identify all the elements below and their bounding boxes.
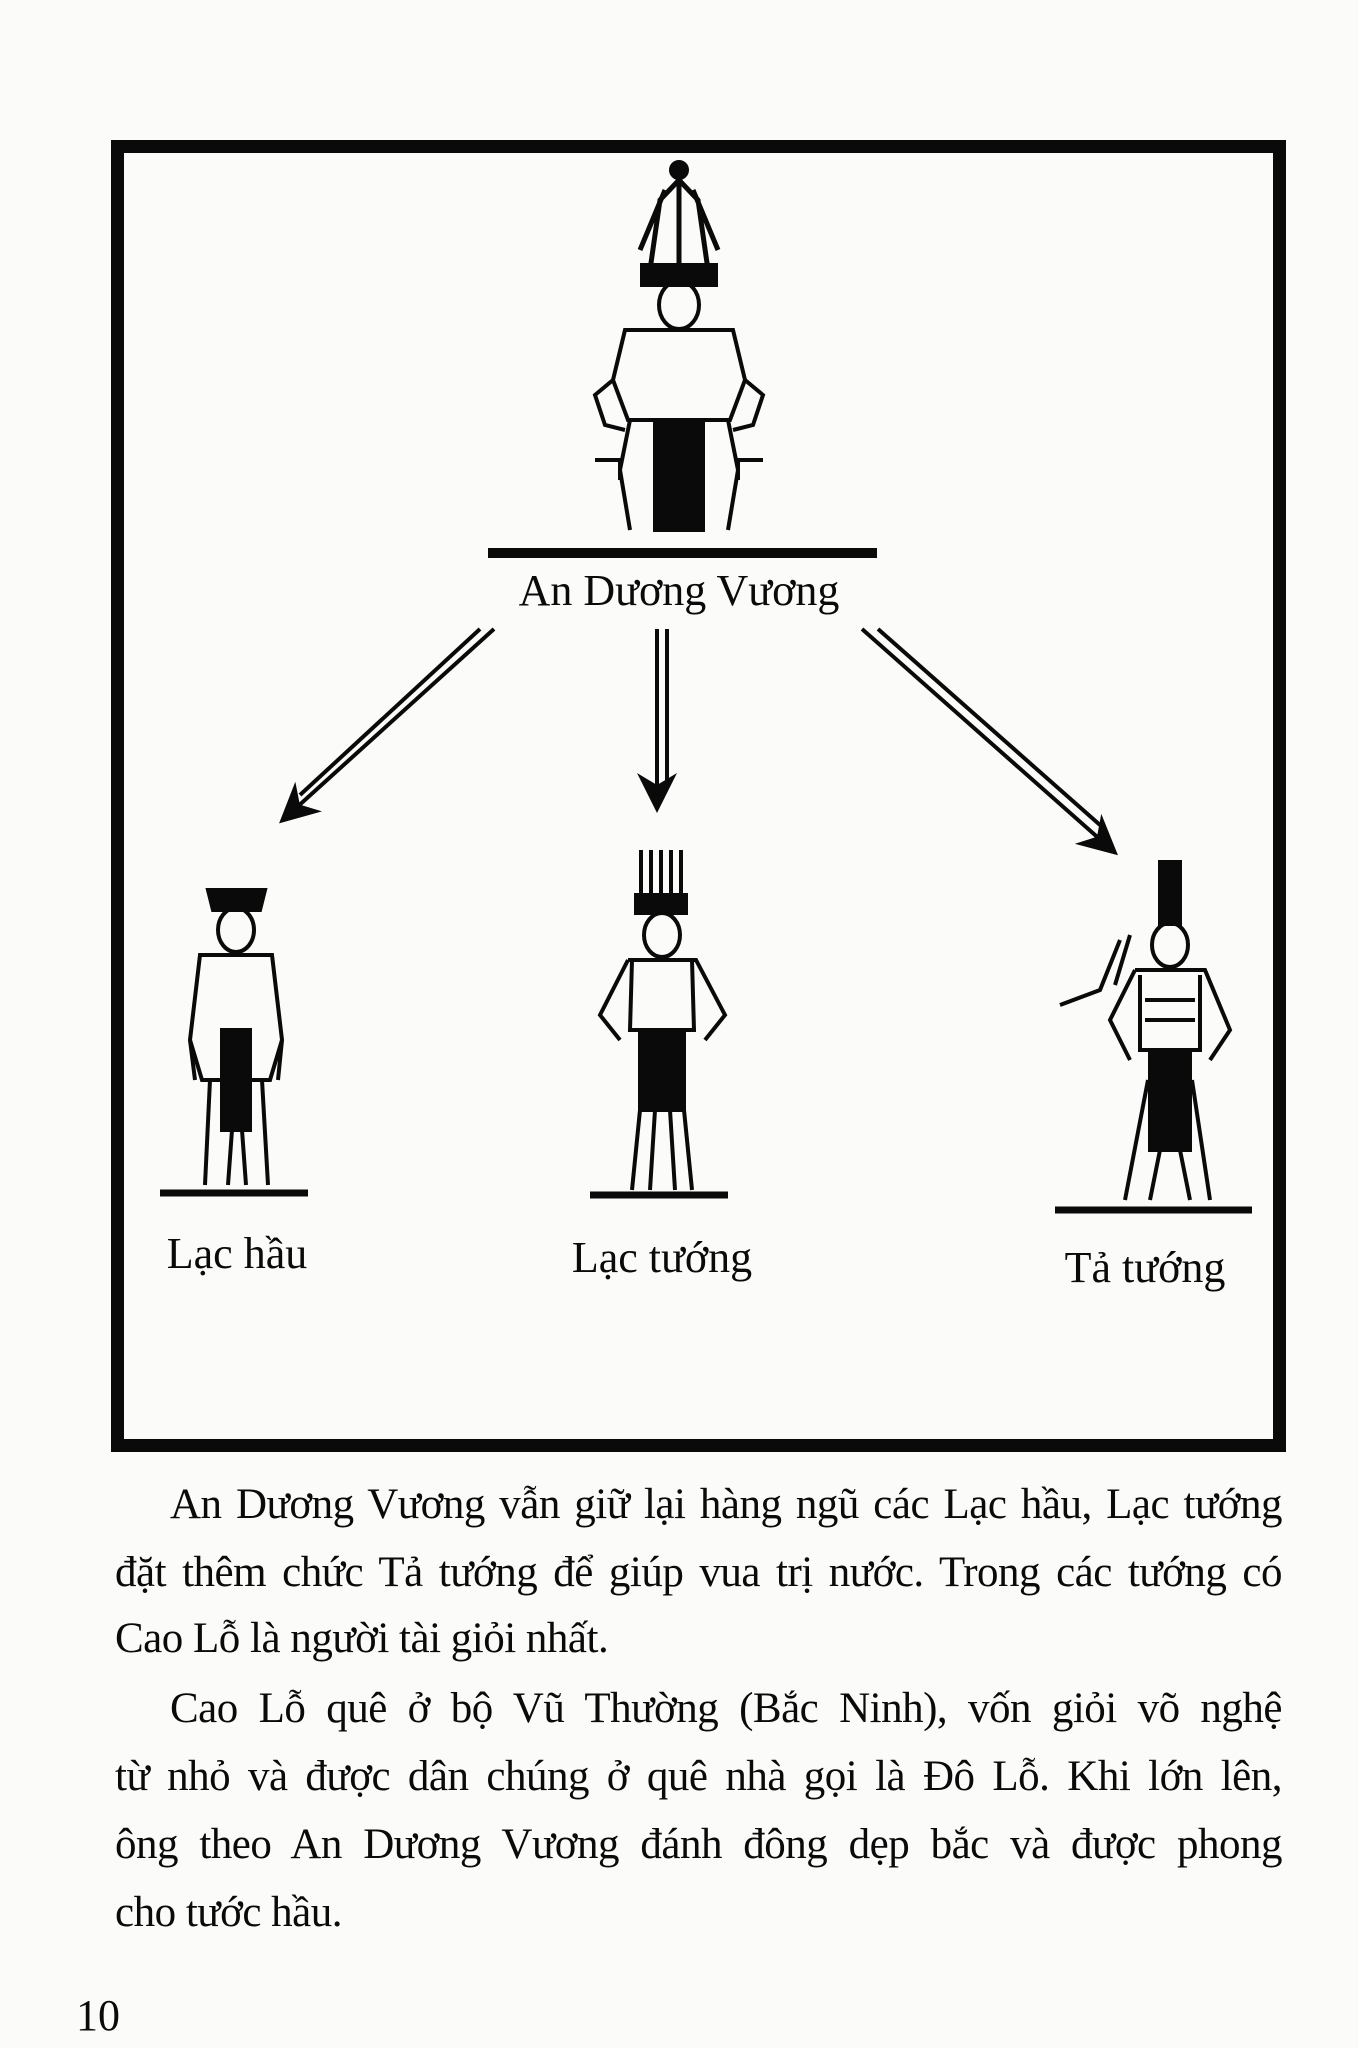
paragraph-2-line: ông theo An Dương Vương đánh đông dẹp bắ… [115, 1821, 1283, 1868]
paragraph-1-line: đặt thêm chức Tả tướng để giúp vua trị n… [115, 1549, 1283, 1596]
label-lac-hau: Lạc hầu [166, 1229, 308, 1278]
diagram-illustration [160, 160, 1252, 1214]
label-ta-tuong: Tả tướng [1064, 1243, 1226, 1292]
lac-hau-figure [187, 888, 285, 1186]
paragraph-2-line: cho tước hầu. [115, 1889, 343, 1936]
arrow-to-lac-hau [279, 627, 496, 824]
label-lac-tuong: Lạc tướng [571, 1233, 753, 1282]
ta-tuong-figure [1059, 860, 1233, 1201]
paragraph-2-line: Cao Lỗ quê ở bộ Vũ Thường (Bắc Ninh), vố… [170, 1685, 1283, 1732]
king-figure [592, 160, 766, 532]
label-an-duong-vuong: An Dương Vương [518, 566, 840, 615]
lac-tuong-figure [597, 850, 728, 1191]
diagram-frame [111, 140, 1286, 1452]
paragraph-2-line: từ nhỏ và được dân chúng ở quê nhà gọi l… [115, 1753, 1283, 1800]
paragraph-1-line: An Dương Vương vẫn giữ lại hàng ngũ các … [170, 1481, 1283, 1528]
arrow-to-ta-tuong [860, 627, 1118, 856]
paragraph-1-line: Cao Lỗ là người tài giỏi nhất. [115, 1615, 609, 1662]
page-number: 10 [76, 1991, 120, 2040]
